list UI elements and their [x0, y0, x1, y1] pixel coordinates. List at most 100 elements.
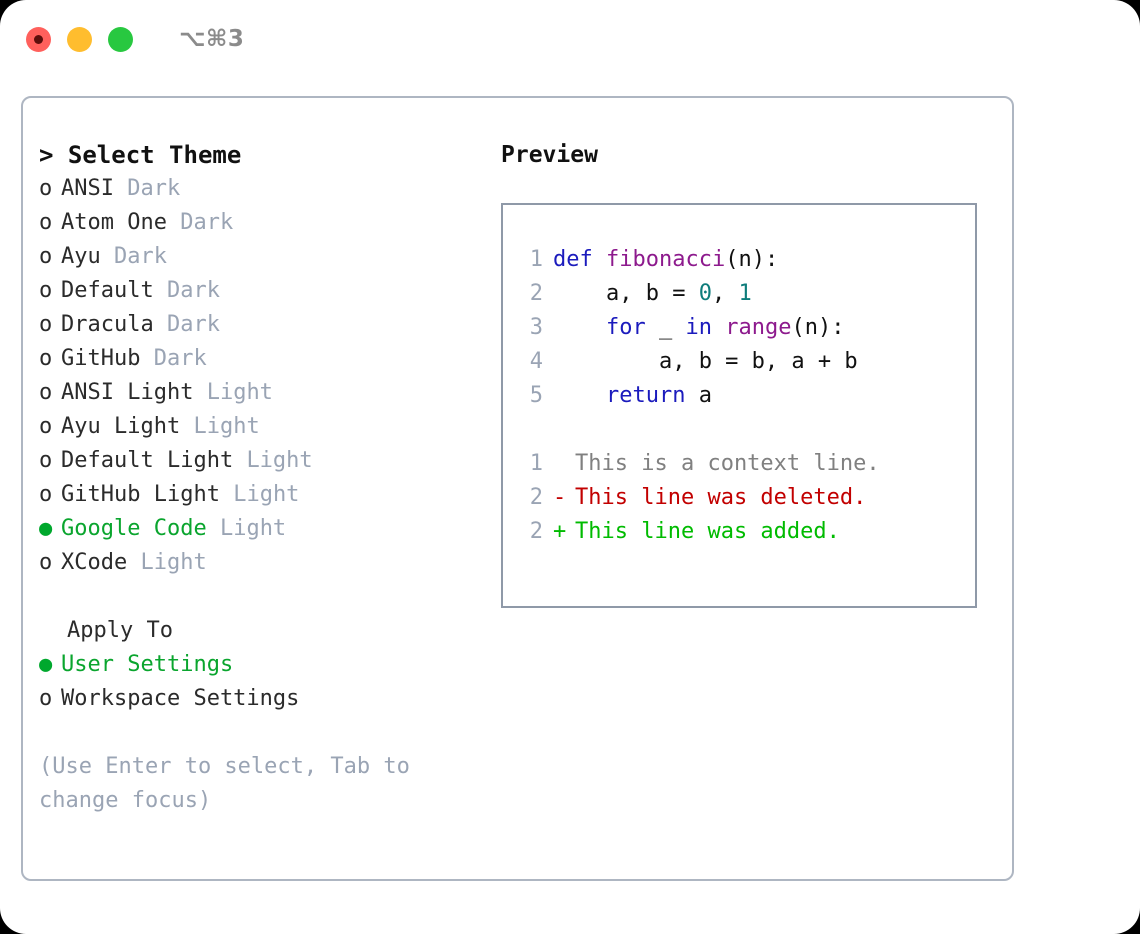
- theme-variant-badge: Light: [219, 516, 287, 541]
- code-token-plain: (n):: [725, 247, 779, 272]
- diff-text: This line was deleted.: [575, 485, 867, 510]
- code-token-plain: a, b = b, a + b: [553, 349, 858, 374]
- radio-unselected-icon: o: [39, 210, 53, 235]
- theme-option-ayu-light[interactable]: o Ayu Light Light: [39, 410, 499, 444]
- diff-line: 1 This is a context line.: [517, 447, 975, 481]
- apply-to-option-label: Workspace Settings: [61, 686, 300, 711]
- label-separator: [193, 380, 206, 405]
- theme-variant-badge: Light: [206, 380, 273, 405]
- theme-option-github-light[interactable]: o GitHub Light Light: [39, 478, 499, 512]
- radio-selected-icon: ●: [39, 516, 53, 541]
- code-line: 4 a, b = b, a + b: [517, 345, 975, 379]
- radio-unselected-icon: o: [39, 176, 53, 201]
- theme-option-google-code[interactable]: ●Google Code Light: [39, 512, 499, 546]
- line-number: 2: [529, 281, 543, 306]
- radio-unselected-icon: o: [39, 380, 53, 405]
- label-separator: [101, 244, 114, 269]
- apply-to-option-user-settings[interactable]: ●User Settings: [39, 648, 499, 682]
- label-separator: [233, 448, 246, 473]
- code-token-plain: a, b =: [553, 281, 699, 306]
- theme-option-label: Ayu: [61, 244, 101, 269]
- diff-text: This line was added.: [575, 519, 840, 544]
- code-token-plain: [712, 315, 725, 340]
- theme-option-label: ANSI: [61, 176, 114, 201]
- code-token-plain: [553, 315, 606, 340]
- line-number: 1: [529, 247, 543, 272]
- maximize-button-icon[interactable]: [108, 26, 133, 52]
- label-separator: [167, 210, 180, 235]
- code-token-plain: (n):: [791, 315, 845, 340]
- close-button-icon[interactable]: [26, 26, 51, 52]
- code-token-kw: def: [553, 247, 606, 272]
- window-controls: [26, 26, 133, 52]
- radio-selected-icon: ●: [39, 652, 53, 677]
- theme-variant-badge: Dark: [166, 312, 220, 337]
- theme-variant-badge: Dark: [153, 346, 207, 371]
- label-separator: [154, 278, 167, 303]
- theme-option-default[interactable]: o Default Dark: [39, 274, 499, 308]
- theme-option-label: Dracula: [61, 312, 154, 337]
- code-token-kw: return: [605, 383, 686, 408]
- theme-option-label: Default Light: [61, 448, 234, 473]
- code-token-num: 1: [738, 281, 752, 306]
- theme-option-label: XCode: [61, 550, 128, 575]
- line-number: 4: [529, 349, 543, 374]
- theme-option-default-light[interactable]: o Default Light Light: [39, 444, 499, 478]
- theme-variant-badge: Dark: [127, 176, 181, 201]
- theme-option-xcode[interactable]: o XCode Light: [39, 546, 499, 580]
- radio-unselected-icon: o: [39, 278, 53, 303]
- label-separator: [207, 516, 220, 541]
- code-token-fn: range: [725, 315, 792, 340]
- radio-unselected-icon: o: [39, 448, 53, 473]
- line-number: 2: [529, 519, 543, 544]
- code-token-fn: fibonacci: [605, 247, 726, 272]
- recording-indicator-icon: [34, 34, 43, 44]
- code-line: 3 for _ in range(n):: [517, 311, 975, 345]
- theme-variant-badge: Light: [233, 482, 300, 507]
- apply-to-header: Apply To: [67, 618, 173, 643]
- minimize-button-icon[interactable]: [67, 26, 92, 52]
- theme-variant-badge: Light: [140, 550, 207, 575]
- code-line: 1 def fibonacci(n):: [517, 243, 975, 277]
- code-line: 2 a, b = 0, 1: [517, 277, 975, 311]
- theme-option-ansi[interactable]: o ANSI Dark: [39, 172, 499, 206]
- code-line: 5 return a: [517, 379, 975, 413]
- diff-line: 2-This line was deleted.: [517, 481, 975, 515]
- theme-option-label: Ayu Light: [61, 414, 181, 439]
- diff-marker-add: +: [553, 519, 567, 544]
- section-spacer: [39, 580, 499, 614]
- title-bar: ⌥⌘3: [0, 0, 1140, 78]
- radio-unselected-icon: o: [39, 414, 53, 439]
- theme-variant-badge: Dark: [180, 210, 234, 235]
- code-token-plain: ,: [711, 281, 739, 306]
- label-separator: [220, 482, 233, 507]
- radio-unselected-icon: o: [39, 244, 53, 269]
- apply-to-option-workspace-settings[interactable]: o Workspace Settings: [39, 682, 499, 716]
- theme-variant-badge: Dark: [166, 278, 220, 303]
- radio-unselected-icon: o: [39, 686, 53, 711]
- diff-marker-del: -: [553, 485, 567, 510]
- theme-variant-badge: Light: [246, 448, 313, 473]
- theme-option-label: GitHub Light: [61, 482, 220, 507]
- label-separator: [127, 550, 140, 575]
- theme-variant-badge: Light: [193, 414, 260, 439]
- radio-unselected-icon: o: [39, 482, 53, 507]
- diff-sample: 1 This is a context line.2-This line was…: [517, 447, 975, 549]
- diff-marker-ctx: [553, 447, 575, 481]
- select-theme-header: > Select Theme: [39, 141, 242, 169]
- apply-to-option-list[interactable]: ●User Settings o Workspace Settings: [39, 648, 499, 716]
- keyboard-shortcut-label: ⌥⌘3: [179, 26, 245, 52]
- radio-unselected-icon: o: [39, 550, 53, 575]
- line-number: 2: [529, 485, 543, 510]
- theme-option-label: Default: [61, 278, 154, 303]
